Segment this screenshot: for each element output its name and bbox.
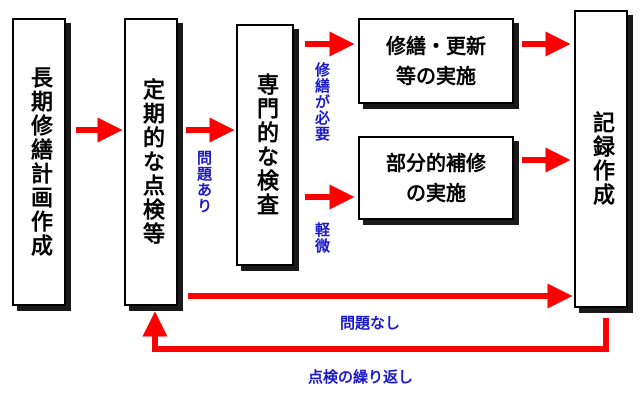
repair-renewal-box: 修繕・更新 等の実施: [358, 18, 514, 104]
repair-renewal-line1: 修繕・更新: [386, 34, 486, 58]
long-term-plan-box: 長期修繕計画作成: [12, 18, 66, 306]
periodic-inspection-box: 定期的な点検等: [124, 18, 178, 306]
repair-renewal-line2: 等の実施: [396, 64, 476, 88]
minor-label: 軽微: [313, 222, 331, 254]
record-label: 記録作成: [589, 111, 614, 207]
expert-inspection-box: 専門的な検査: [236, 24, 294, 266]
partial-repair-box: 部分的補修 の実施: [358, 136, 514, 220]
no-problem-label: 問題なし: [340, 314, 401, 332]
long-term-plan-label: 長期修繕計画作成: [27, 66, 52, 258]
repair-needed-label: 修繕が必要: [313, 62, 331, 142]
partial-repair-line2: の実施: [406, 181, 466, 205]
arrow-repeat-inspection: [142, 311, 609, 352]
periodic-inspection-label: 定期的な点検等: [139, 78, 164, 246]
problem-found-label: 問題あり: [195, 150, 213, 214]
partial-repair-line1: 部分的補修: [386, 151, 486, 175]
expert-inspection-label: 専門的な検査: [253, 73, 278, 217]
record-box: 記録作成: [574, 10, 628, 308]
repeat-inspection-label: 点検の繰り返し: [308, 368, 414, 386]
